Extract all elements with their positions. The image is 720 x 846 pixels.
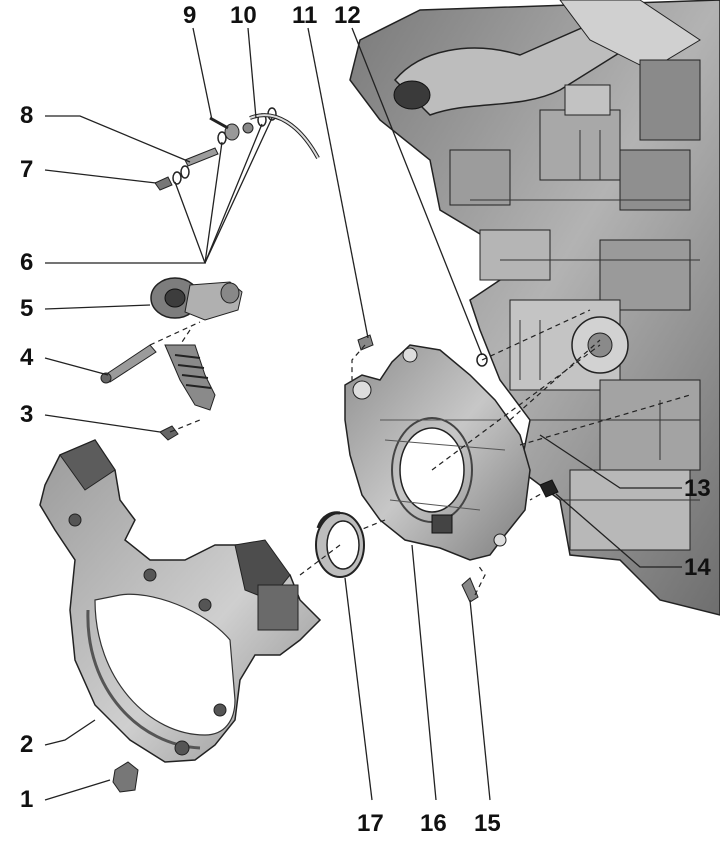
bolt-part-4 [100,344,157,384]
callout-11: 11 [292,2,318,29]
shaft-seal-part-17 [315,511,365,578]
bolt-part-1 [112,761,139,793]
bolt-part-11 [357,334,374,351]
oil-line-part-10 [242,113,320,159]
callout-12: 12 [334,2,361,29]
callout-8: 8 [20,102,34,129]
callout-16: 16 [420,810,447,837]
callout-5: 5 [20,295,34,322]
banjo-bolt-part-9 [209,116,240,141]
bolt-part-14 [539,479,559,498]
alignment-lines [149,309,691,596]
callout-15: 15 [474,810,501,837]
callout-4: 4 [20,344,34,371]
callout-17: 17 [357,810,384,837]
callout-6: 6 [20,249,34,276]
bolt-part-8 [184,147,219,167]
callout-14: 14 [684,554,711,581]
callout-10: 10 [230,2,257,29]
sealing-flange-part-16 [344,344,531,561]
callout-9: 9 [183,2,197,29]
callout-1: 1 [20,786,34,813]
engine-block [349,0,720,616]
tensioner-roller [150,277,243,321]
screw-part-7 [154,176,173,191]
leader-lines [44,27,682,801]
bolt-part-3 [159,425,179,441]
timing-belt-cover [39,439,322,763]
callout-2: 2 [20,731,34,758]
seal-rings-part-6 [172,107,277,185]
tensioner-damper [164,344,216,411]
bolt-part-15 [461,577,479,603]
callout-13: 13 [684,475,711,502]
callout-3: 3 [20,401,34,428]
callout-7: 7 [20,156,34,183]
